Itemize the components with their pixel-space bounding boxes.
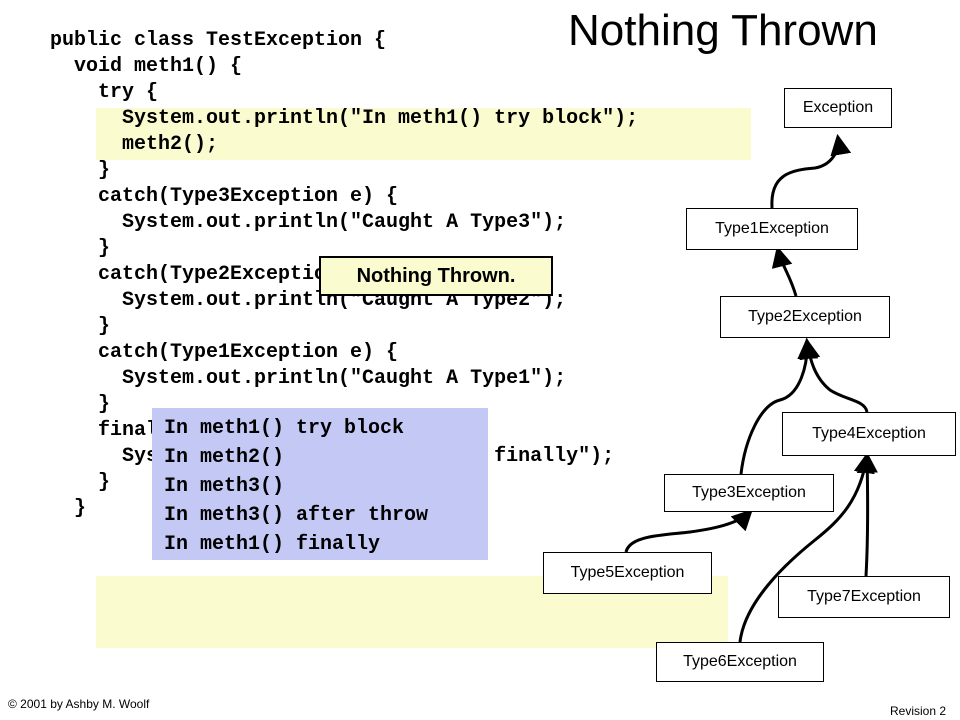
arrow-type1-to-exception <box>770 133 852 209</box>
console-output-panel: In meth1() try block In meth2() In meth3… <box>152 408 488 560</box>
type1exception-class-box: Type1Exception <box>686 208 858 250</box>
arrow-type3-to-type2 <box>739 337 819 475</box>
code-line: catch(Type3Exception e) { <box>50 185 399 208</box>
output-line: In meth2() <box>164 446 285 469</box>
type5exception-class-box: Type5Exception <box>543 552 712 594</box>
type6exception-class-box: Type6Exception <box>656 642 824 682</box>
arrow-type5-to-type3 <box>624 509 753 553</box>
revision-label: Revision 2 <box>890 704 947 718</box>
nothing-thrown-callout: Nothing Thrown. <box>319 256 553 296</box>
code-line: } <box>50 393 111 416</box>
code-line: public class TestException { <box>50 29 387 52</box>
slide-title: Nothing Thrown <box>568 6 878 55</box>
type2exception-class-box: Type2Exception <box>720 296 890 338</box>
code-line: try { <box>50 81 159 104</box>
code-line: System.out.println("Caught A Type3"); <box>50 211 567 234</box>
code-line: System.out.println("In meth1() try block… <box>50 107 639 130</box>
exception-class-box: Exception <box>784 88 892 128</box>
output-line: In meth1() try block <box>164 417 405 440</box>
code-line: void meth1() { <box>50 55 243 78</box>
arrow-type2-to-type1 <box>771 245 798 297</box>
type4exception-class-box: Type4Exception <box>782 412 956 456</box>
arrow-type7-to-type4 <box>856 451 878 577</box>
code-line: meth2(); <box>50 133 219 156</box>
arrow-type4-to-type2 <box>799 337 869 413</box>
output-line: In meth3() after throw <box>164 504 429 527</box>
type3exception-class-box: Type3Exception <box>664 474 834 512</box>
arrow-type6-to-type4 <box>738 451 875 643</box>
output-line: In meth3() <box>164 475 285 498</box>
try-block-highlight <box>96 108 751 160</box>
code-line: } <box>50 159 111 182</box>
code-line: } <box>50 237 111 260</box>
code-line: } <box>50 497 87 520</box>
code-line: catch(Type1Exception e) { <box>50 341 399 364</box>
type7exception-class-box: Type7Exception <box>778 576 950 618</box>
code-line: } <box>50 315 111 338</box>
code-line: System.out.println("Caught A Type1"); <box>50 367 567 390</box>
output-line: In meth1() finally <box>164 533 381 556</box>
copyright-notice: © 2001 by Ashby M. Woolf <box>8 697 150 711</box>
code-line: } <box>50 471 111 494</box>
